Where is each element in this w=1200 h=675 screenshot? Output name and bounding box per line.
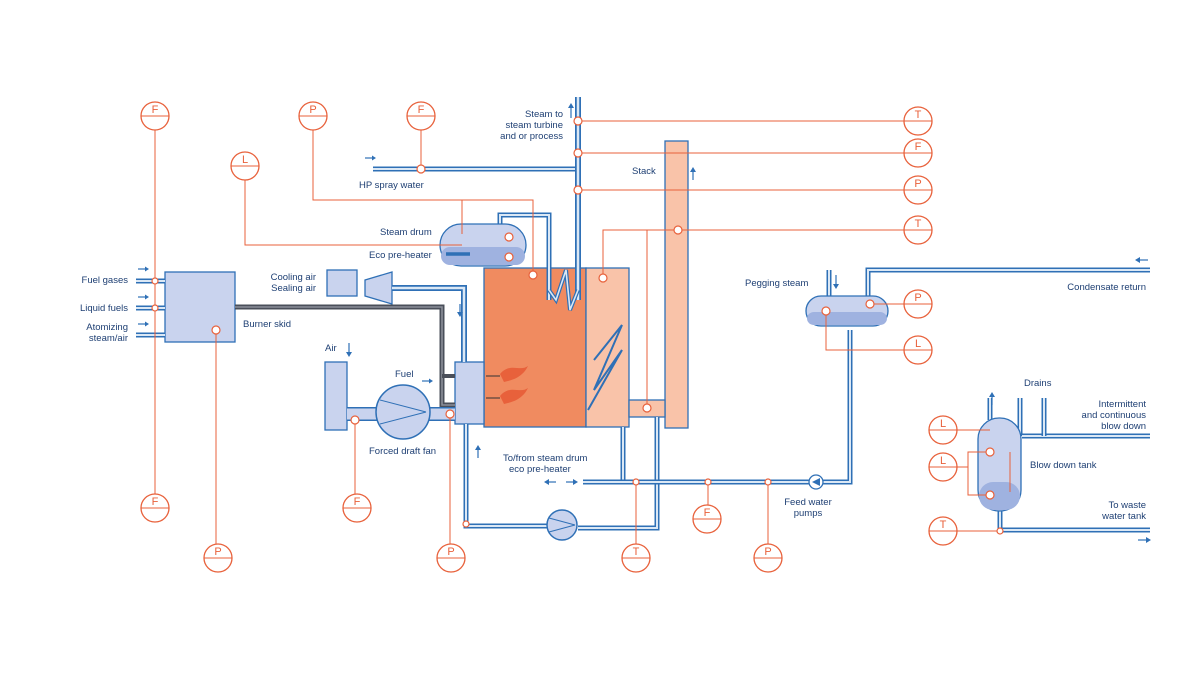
label-cooling-air: Cooling air — [271, 272, 316, 283]
label-stack: Stack — [632, 166, 656, 177]
label-to-waste-1: To waste — [1109, 500, 1147, 511]
instrument-econ-temp[interactable]: T — [621, 543, 651, 573]
instrument-tag: P — [214, 546, 221, 558]
sealing-air-blower — [364, 271, 393, 305]
steam-drum-liquid — [441, 247, 525, 265]
instrument-tag: F — [418, 104, 425, 116]
instrument-blowdown-level-2[interactable]: L — [928, 452, 958, 482]
label-forced-draft-fan: Forced draft fan — [369, 446, 436, 457]
instrument-burner-pressure-upper[interactable]: P — [298, 101, 328, 131]
furnace — [483, 267, 587, 428]
instrument-air-flow[interactable]: F — [342, 493, 372, 523]
label-steam-to-3: and or process — [500, 131, 563, 142]
instrument-fan-pressure[interactable]: P — [436, 543, 466, 573]
instrument-tag: P — [309, 104, 316, 116]
label-burner-skid: Burner skid — [243, 319, 291, 330]
instrument-tag: L — [940, 455, 946, 467]
instrument-tag: F — [915, 141, 922, 153]
label-steam-to-2: steam turbine — [505, 120, 563, 131]
instrument-steam-temp[interactable]: T — [903, 106, 933, 136]
instrument-tag: T — [633, 546, 640, 558]
label-condensate-return: Condensate return — [1067, 282, 1146, 293]
burner-skid — [164, 271, 236, 343]
burner-flame-icon — [486, 366, 528, 404]
label-steam-to-1: Steam to — [525, 109, 563, 120]
forced-draft-fan — [375, 384, 431, 440]
instrument-tag: P — [914, 292, 921, 304]
instrument-tag: F — [152, 496, 159, 508]
label-hp-spray-water: HP spray water — [359, 180, 424, 191]
stack — [664, 140, 689, 429]
label-eco-preheater: Eco pre-heater — [369, 250, 432, 261]
instrument-pegging-pressure[interactable]: P — [903, 289, 933, 319]
instrument-feed-flow[interactable]: F — [692, 504, 722, 534]
instrument-fuel-gas-flow[interactable]: F — [140, 101, 170, 131]
signal-lines — [154, 120, 1011, 545]
label-intermittent-1: Intermittent — [1098, 399, 1146, 410]
label-atomizing-1: Atomizing — [86, 322, 128, 333]
instrument-tag: P — [764, 546, 771, 558]
label-drains: Drains — [1024, 378, 1052, 389]
instrument-tag: P — [914, 178, 921, 190]
cooling-air-box — [326, 269, 358, 297]
label-to-waste-2: water tank — [1101, 511, 1146, 522]
instrument-tag: L — [242, 154, 248, 166]
label-blow-down-tank: Blow down tank — [1030, 460, 1097, 471]
air-intake-duct — [324, 361, 348, 431]
instrument-steam-flow[interactable]: F — [903, 138, 933, 168]
pipework — [136, 97, 1150, 533]
label-fuel: Fuel — [395, 369, 413, 380]
instrument-tag: F — [704, 507, 711, 519]
label-to-from-steam-drum-1: To/from steam drum — [503, 453, 588, 464]
tap-points — [151, 116, 1004, 535]
eco-circulation-pump — [546, 509, 578, 541]
label-air: Air — [325, 343, 337, 354]
label-fuel-gases: Fuel gases — [82, 275, 129, 286]
instrument-tag: P — [447, 546, 454, 558]
label-sealing-air: Sealing air — [271, 283, 316, 294]
label-intermittent-2: and continuous — [1082, 410, 1147, 421]
instrument-tag: L — [915, 338, 921, 350]
instrument-blowdown-level-1[interactable]: L — [928, 415, 958, 445]
instrument-pegging-level[interactable]: L — [903, 335, 933, 365]
label-steam-drum: Steam drum — [380, 227, 432, 238]
label-pegging-steam: Pegging steam — [745, 278, 808, 289]
instrument-stack-temp[interactable]: T — [903, 215, 933, 245]
flow-arrows — [137, 103, 1151, 543]
label-feed-water-pumps-1: Feed water — [784, 497, 832, 508]
label-intermittent-3: blow down — [1101, 421, 1146, 432]
instrument-feed-pressure[interactable]: P — [753, 543, 783, 573]
instrument-tag: T — [915, 109, 922, 121]
label-liquid-fuels: Liquid fuels — [80, 303, 128, 314]
instrument-drum-level[interactable]: L — [230, 151, 260, 181]
instrument-fuel-liquid-flow[interactable]: F — [140, 493, 170, 523]
instrument-blowdown-temp[interactable]: T — [928, 516, 958, 546]
instrument-steam-pressure[interactable]: P — [903, 175, 933, 205]
instrument-tag: F — [152, 104, 159, 116]
label-atomizing-2: steam/air — [89, 333, 128, 344]
label-to-from-steam-drum-2: eco pre-heater — [509, 464, 571, 475]
instrument-tag: L — [940, 418, 946, 430]
instrument-tag: T — [915, 218, 922, 230]
instrument-tag: T — [940, 519, 947, 531]
label-feed-water-pumps-2: pumps — [794, 508, 823, 519]
burner-windbox — [454, 361, 485, 425]
instrument-tag: F — [354, 496, 361, 508]
instrument-burner-pressure[interactable]: P — [203, 543, 233, 573]
instrument-spray-water-flow[interactable]: F — [406, 101, 436, 131]
